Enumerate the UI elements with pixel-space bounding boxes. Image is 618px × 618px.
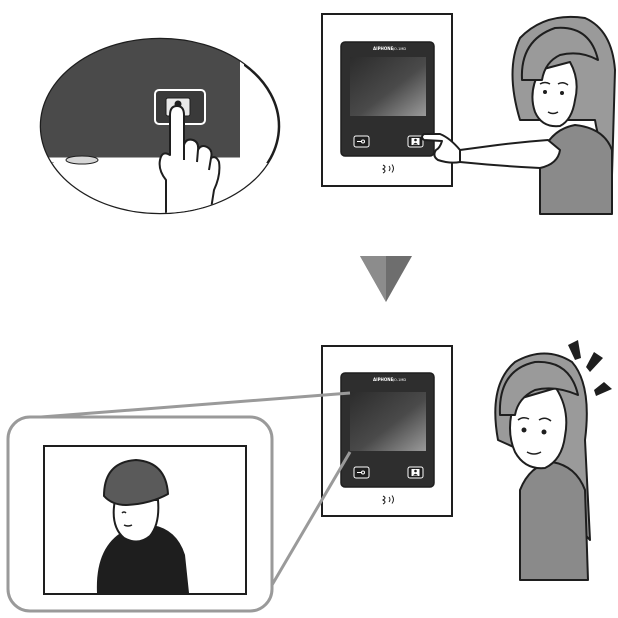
person-icon bbox=[414, 470, 417, 473]
enlarged-screen bbox=[8, 417, 272, 611]
step-2-view-image: AIPHONE JO-1MD bbox=[8, 340, 612, 611]
monitor-screen-2 bbox=[350, 392, 426, 451]
brand-label-2: AIPHONE bbox=[373, 377, 394, 382]
monitor-screen bbox=[350, 57, 426, 116]
brand-label: AIPHONE bbox=[373, 46, 394, 51]
door-release-button-2 bbox=[354, 467, 369, 478]
down-arrow bbox=[360, 256, 412, 302]
zoom-circle bbox=[30, 30, 290, 228]
step-1-press-button: AIPHONE JO-1MD bbox=[30, 14, 615, 228]
person-icon bbox=[414, 139, 417, 142]
intercom-monitor-top: AIPHONE JO-1MD bbox=[322, 14, 452, 186]
door-release-button bbox=[354, 136, 369, 147]
model-label: JO-1MD bbox=[392, 47, 406, 51]
monitor-button-2 bbox=[408, 467, 423, 478]
zoom-panel bbox=[30, 30, 242, 158]
woman-surprised bbox=[495, 354, 590, 581]
intercom-monitor-bottom: AIPHONE JO-1MD bbox=[322, 346, 452, 516]
monitor-button bbox=[408, 136, 423, 147]
model-label-2: JO-1MD bbox=[392, 378, 406, 382]
